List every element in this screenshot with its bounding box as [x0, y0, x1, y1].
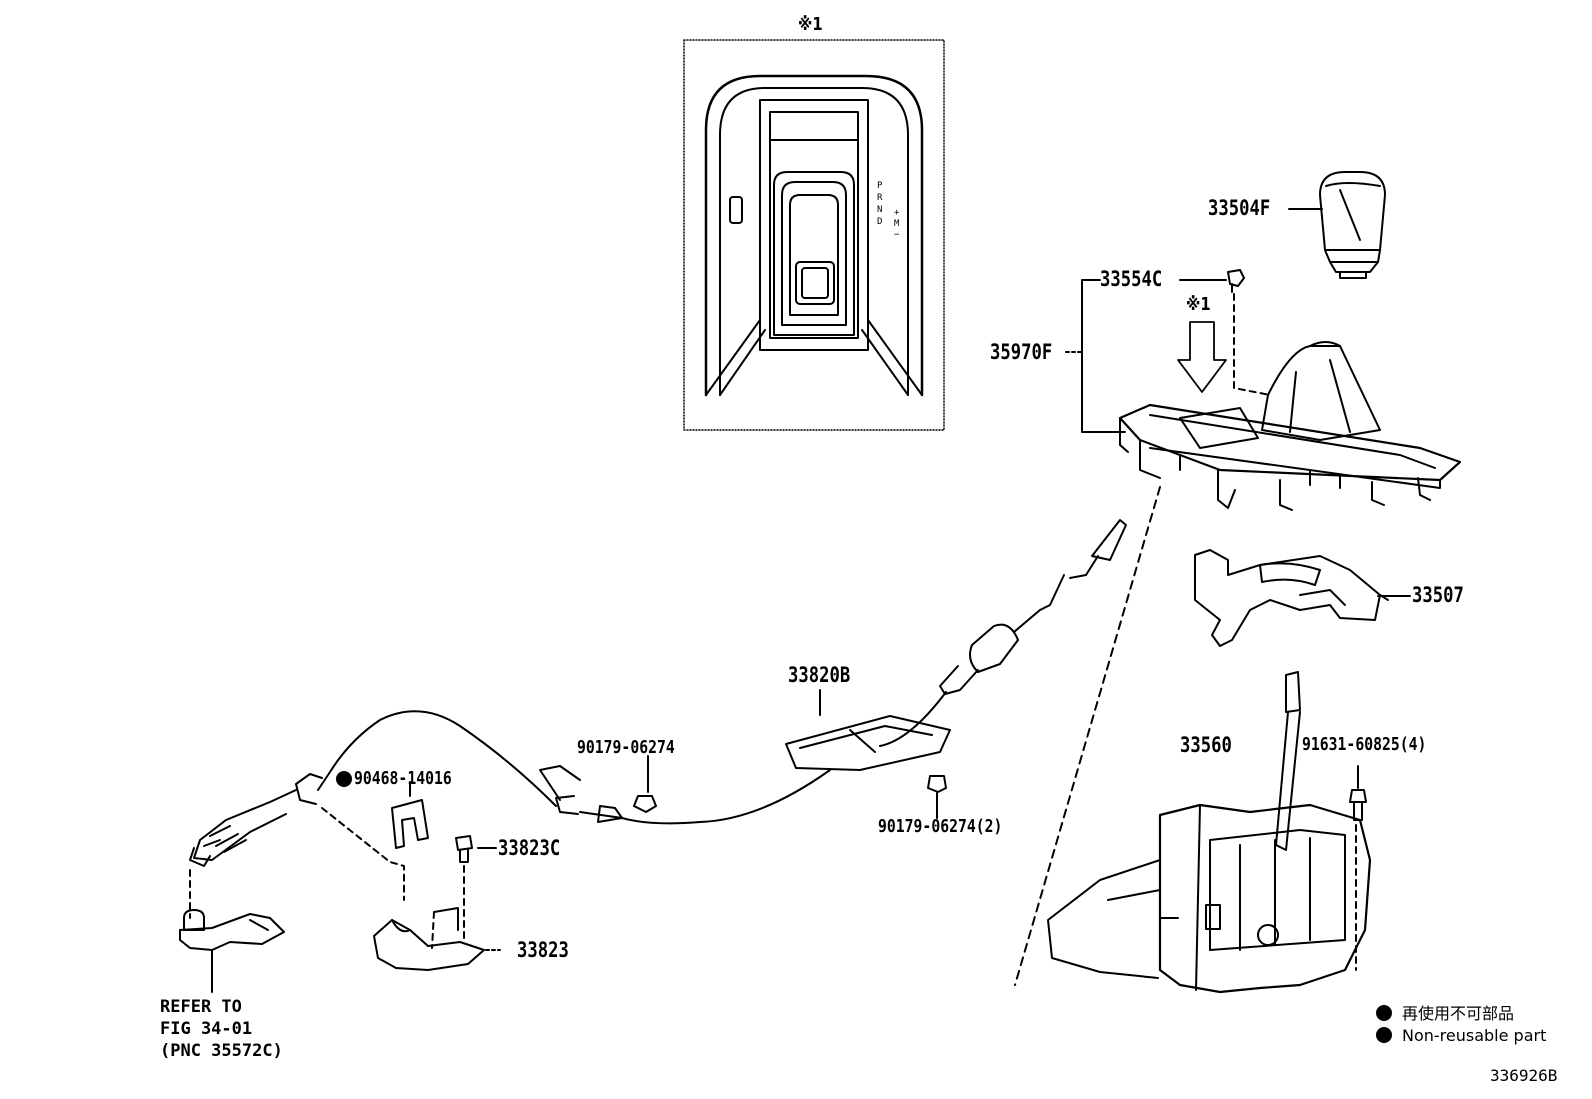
- shift-letter-p: P: [877, 181, 883, 191]
- label-90179-a: 90179-06274: [577, 737, 675, 758]
- shift-knob-33504F: [1319, 171, 1386, 279]
- figure-code: 336926B: [1490, 1066, 1558, 1085]
- cable-33820B: [189, 519, 1127, 867]
- console-35970F: [1118, 341, 1462, 511]
- label-33554C: 33554C: [1100, 267, 1163, 291]
- non-reusable-dot-90468: [336, 770, 352, 789]
- lever-ref: [179, 869, 285, 993]
- clip-90468: [391, 799, 429, 849]
- legend-jp: 再使用不可部品: [1376, 1000, 1514, 1024]
- nut-90179-a: [633, 795, 657, 813]
- label-33504F: 33504F: [1208, 196, 1271, 220]
- dash-clip: [1233, 293, 1271, 396]
- shift-lever-33560: [1047, 671, 1372, 994]
- legend-dot-icon: [1376, 1005, 1392, 1021]
- dash-clip-90468: [321, 807, 405, 901]
- mode-plus: +: [894, 208, 900, 218]
- shift-pattern: P R N D: [877, 180, 882, 228]
- reference-line-1: REFER TO: [160, 997, 242, 1017]
- legend-en-text: Non-reusable part: [1402, 1026, 1547, 1045]
- nut-90179-b: [927, 775, 947, 793]
- label-33820B: 33820B: [788, 663, 851, 687]
- housing-33507: [1194, 549, 1389, 647]
- mode-m: M: [894, 219, 900, 229]
- label-90179-b: 90179-06274(2): [878, 816, 1003, 837]
- clip-33554C: [1227, 269, 1245, 293]
- label-90468: 90468-14016: [354, 768, 452, 789]
- bracket-35970F: [1081, 279, 1126, 433]
- mode-minus: −: [894, 230, 900, 240]
- reference-line-3: (PNC 35572C): [160, 1041, 283, 1061]
- legend-en: Non-reusable part: [1376, 1026, 1546, 1045]
- shift-letter-d: D: [877, 217, 883, 227]
- reference-line-2: FIG 34-01: [160, 1019, 253, 1039]
- guide-line: [1014, 486, 1161, 986]
- reference-note: REFER TO FIG 34-01 (PNC 35572C): [160, 996, 283, 1062]
- bolt-33823C: [455, 835, 473, 941]
- label-33823C: 33823C: [498, 836, 561, 860]
- legend-dot-icon: [1376, 1027, 1392, 1043]
- bolt-91631: [1349, 789, 1367, 971]
- legend-jp-text: 再使用不可部品: [1402, 1004, 1515, 1023]
- label-35970F: 35970F: [990, 340, 1053, 364]
- arrow-marker: ※1: [1186, 294, 1211, 315]
- inset-marker: ※1: [798, 14, 823, 35]
- label-33560: 33560: [1180, 733, 1232, 757]
- manual-mode: + M −: [894, 208, 899, 241]
- label-91631: 91631-60825(4): [1302, 734, 1427, 755]
- label-33823: 33823: [517, 938, 569, 962]
- bracket-33823: [373, 907, 485, 971]
- label-33507: 33507: [1412, 583, 1464, 607]
- view-arrow: [1177, 321, 1227, 393]
- shift-letter-r: R: [877, 193, 883, 203]
- inset-panel: [683, 39, 945, 431]
- shift-letter-n: N: [877, 205, 883, 215]
